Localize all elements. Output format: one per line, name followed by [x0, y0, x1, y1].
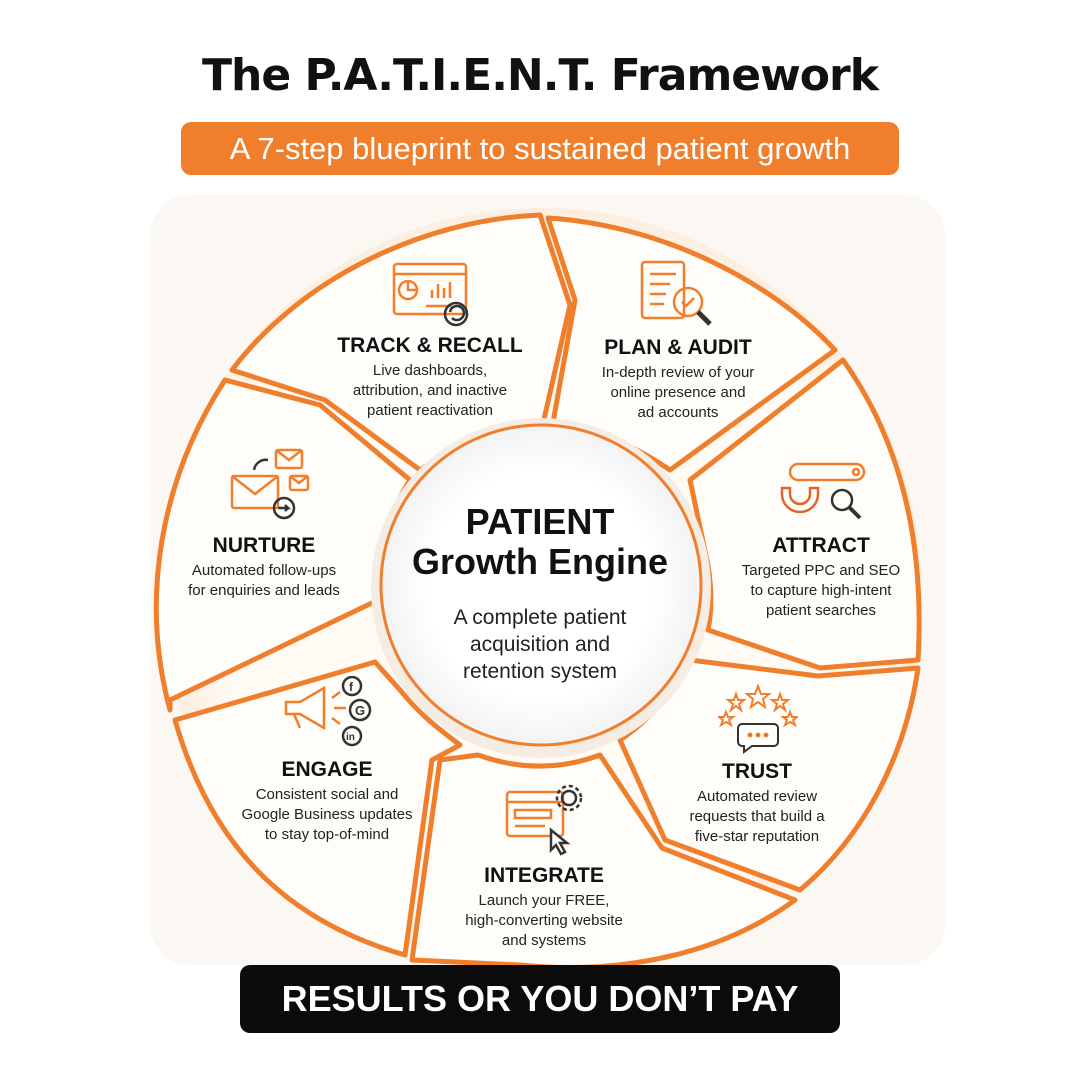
- step-desc-line: Targeted PPC and SEO: [741, 562, 901, 579]
- step-title: ENGAGE: [281, 758, 373, 781]
- step-plan-audit: PLAN & AUDIT In-depth review of your onl…: [568, 336, 788, 423]
- svg-text:in: in: [346, 732, 355, 743]
- subtitle-banner: A 7-step blueprint to sustained patient …: [181, 122, 899, 175]
- step-desc-line: Launch your FREE,: [478, 892, 610, 909]
- page-title: The P.A.T.I.E.N.T. Framework: [202, 50, 879, 101]
- step-title: NURTURE: [212, 534, 316, 557]
- website-gear-icon: [505, 784, 583, 856]
- center-title-line2: Growth Engine: [412, 541, 668, 582]
- step-desc-line: online presence and: [610, 384, 746, 401]
- step-desc-line: requests that build a: [689, 808, 825, 825]
- step-integrate: INTEGRATE Launch your FREE, high-convert…: [434, 864, 654, 951]
- step-desc-line: Automated follow-ups: [191, 562, 337, 579]
- step-desc-line: ad accounts: [637, 404, 719, 421]
- dashboard-recall-icon: [392, 262, 469, 327]
- step-desc-line: In-depth review of your: [601, 364, 755, 381]
- step-desc-line: attribution, and inactive: [352, 382, 508, 399]
- step-nurture: NURTURE Automated follow-ups for enquiri…: [168, 534, 360, 601]
- step-desc-line: to stay top-of-mind: [264, 826, 390, 843]
- step-desc-line: for enquiries and leads: [188, 582, 340, 599]
- stars-review-icon: [718, 684, 798, 754]
- step-title: TRUST: [722, 760, 792, 783]
- step-desc-line: patient searches: [765, 602, 877, 619]
- step-desc-line: Google Business updates: [241, 806, 413, 823]
- step-engage: ENGAGE Consistent social and Google Busi…: [222, 758, 432, 845]
- magnet-search-icon: [780, 462, 866, 520]
- svg-text:f: f: [349, 680, 354, 694]
- step-desc-line: five-star reputation: [694, 828, 820, 845]
- step-attract: ATTRACT Targeted PPC and SEO to capture …: [716, 534, 926, 621]
- results-guarantee-banner: RESULTS OR YOU DON’T PAY: [240, 965, 840, 1033]
- step-title: INTEGRATE: [484, 864, 604, 887]
- step-title: ATTRACT: [772, 534, 870, 557]
- svg-text:G: G: [355, 703, 365, 718]
- megaphone-social-icon: f G in: [284, 676, 372, 747]
- step-desc-line: and systems: [501, 932, 587, 949]
- center-circle: [379, 423, 703, 747]
- step-trust: TRUST Automated review requests that bui…: [662, 760, 852, 847]
- step-track-recall: TRACK & RECALL Live dashboards, attribut…: [320, 334, 540, 421]
- step-desc-line: to capture high-intent: [750, 582, 892, 599]
- step-desc-line: Live dashboards,: [372, 362, 488, 379]
- step-title: TRACK & RECALL: [337, 334, 523, 357]
- email-followup-icon: [230, 448, 310, 520]
- step-title: PLAN & AUDIT: [604, 336, 752, 359]
- center-desc-line2: acquisition and: [469, 633, 611, 656]
- step-desc-line: Automated review: [696, 788, 818, 805]
- center-title-line1: PATIENT: [465, 501, 615, 542]
- step-desc-line: Consistent social and: [255, 786, 399, 803]
- center-description: A complete patient acquisition and reten…: [400, 604, 680, 685]
- checklist-magnifier-icon: [640, 260, 712, 326]
- center-desc-line3: retention system: [462, 660, 618, 683]
- center-title: PATIENT Growth Engine: [385, 502, 695, 582]
- center-desc-line1: A complete patient: [453, 606, 627, 629]
- segment-engage: [172, 659, 463, 958]
- step-desc-line: patient reactivation: [367, 402, 493, 419]
- step-desc-line: high-converting website: [465, 912, 623, 929]
